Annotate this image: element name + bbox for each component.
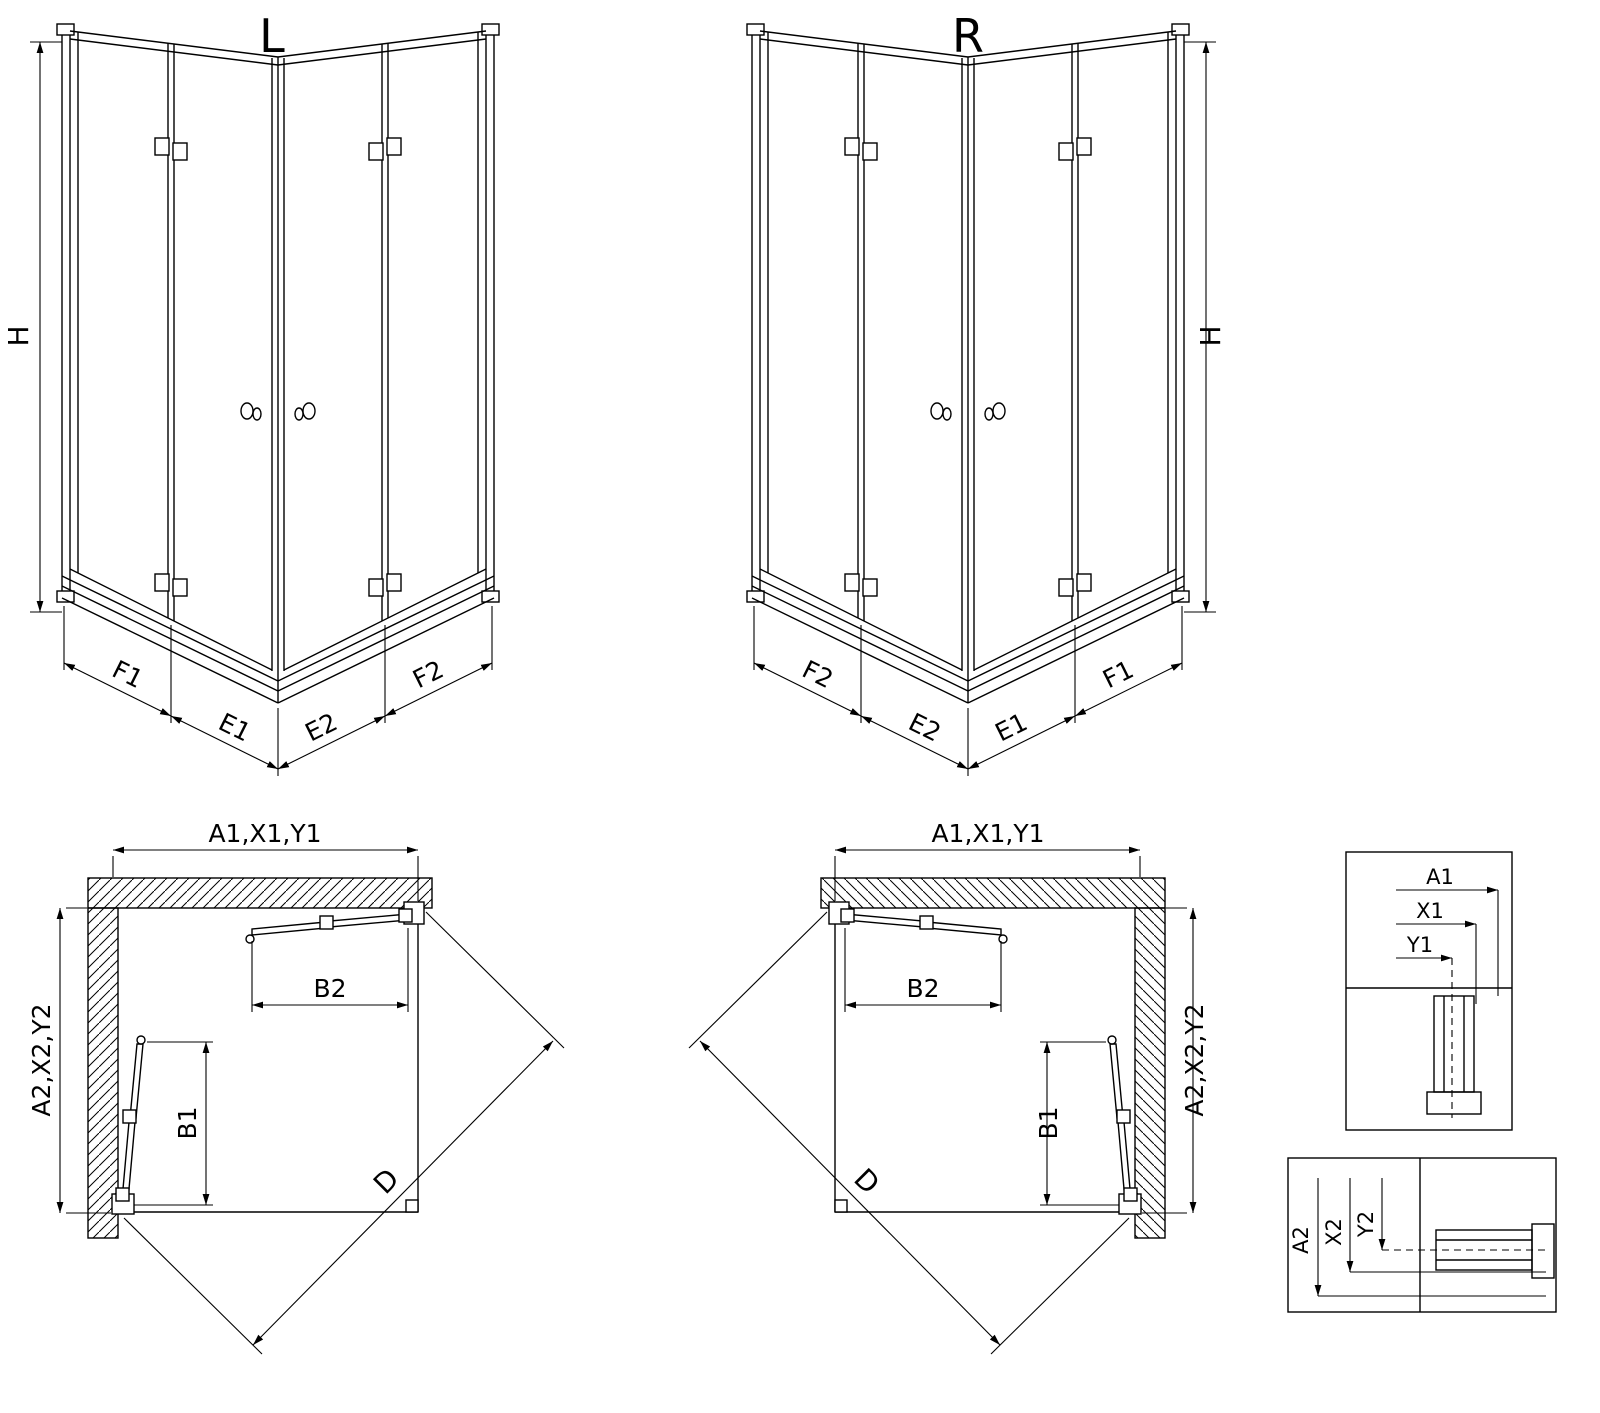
profile-section-horizontal bbox=[1435, 1223, 1555, 1279]
dim-height bbox=[30, 41, 62, 613]
corner-post bbox=[271, 57, 285, 703]
wall-profile-right bbox=[481, 23, 500, 603]
wall-top bbox=[87, 877, 433, 909]
detail-y1-label: Y1 bbox=[1406, 933, 1433, 957]
detail-a2-label: A2 bbox=[1289, 1226, 1313, 1254]
door-knobs bbox=[240, 402, 316, 421]
sill bbox=[61, 568, 495, 704]
height-label-right: H bbox=[1194, 325, 1227, 346]
detail-x2-label: X2 bbox=[1322, 1218, 1346, 1246]
door-b1-leaves bbox=[115, 1035, 146, 1202]
segment-label-e2-right: E2 bbox=[904, 707, 945, 747]
dim-b1 bbox=[134, 1041, 213, 1206]
plan-left-depth-label: A2,X2,Y2 bbox=[27, 1003, 56, 1116]
door-b2-leaves bbox=[245, 908, 413, 944]
plan-right-b2-label: B2 bbox=[906, 974, 939, 1003]
enclosure-3d-left-geometry bbox=[30, 23, 500, 776]
height-label-left: H bbox=[2, 325, 35, 346]
segment-label-e2-left: E2 bbox=[301, 707, 342, 747]
variant-label-left: L bbox=[259, 9, 285, 63]
plan-left-b2-label: B2 bbox=[313, 974, 346, 1003]
plan-right-width-label: A1,X1,Y1 bbox=[931, 819, 1044, 848]
plan-right-diagonal-label: D bbox=[847, 1162, 886, 1201]
detail-x1-label: X1 bbox=[1416, 899, 1444, 923]
segment-label-e1-left: E1 bbox=[214, 707, 255, 747]
plan-left-diagonal-label: D bbox=[367, 1162, 406, 1201]
dim-diagonal-d bbox=[123, 911, 565, 1355]
dim-depth-a2 bbox=[56, 907, 111, 1214]
detail-width-profile bbox=[1345, 851, 1513, 1131]
detail-depth-dims bbox=[1314, 1178, 1546, 1297]
plan-right-depth-label: A2,X2,Y2 bbox=[1180, 1003, 1209, 1116]
profile-section-vertical bbox=[1426, 995, 1482, 1115]
wall-side bbox=[87, 907, 119, 1239]
plan-left-width-label: A1,X1,Y1 bbox=[208, 819, 321, 848]
variant-label-right: R bbox=[952, 9, 984, 63]
dim-width-a1 bbox=[112, 846, 419, 901]
plan-right-b1-label: B1 bbox=[1034, 1106, 1063, 1139]
plan-right-geometry bbox=[689, 850, 1193, 1354]
segment-label-e1-right: E1 bbox=[991, 707, 1032, 747]
detail-depth-profile bbox=[1287, 1157, 1557, 1313]
detail-a1-label: A1 bbox=[1426, 865, 1454, 889]
plan-left-geometry bbox=[56, 846, 565, 1355]
plan-left-b1-label: B1 bbox=[173, 1106, 202, 1139]
bifold-hinges bbox=[154, 137, 402, 597]
wall-profile-left bbox=[56, 23, 75, 603]
dim-b2 bbox=[251, 928, 409, 1012]
detail-y2-label: Y2 bbox=[1354, 1211, 1378, 1238]
dim-bottom-segments bbox=[63, 606, 493, 776]
